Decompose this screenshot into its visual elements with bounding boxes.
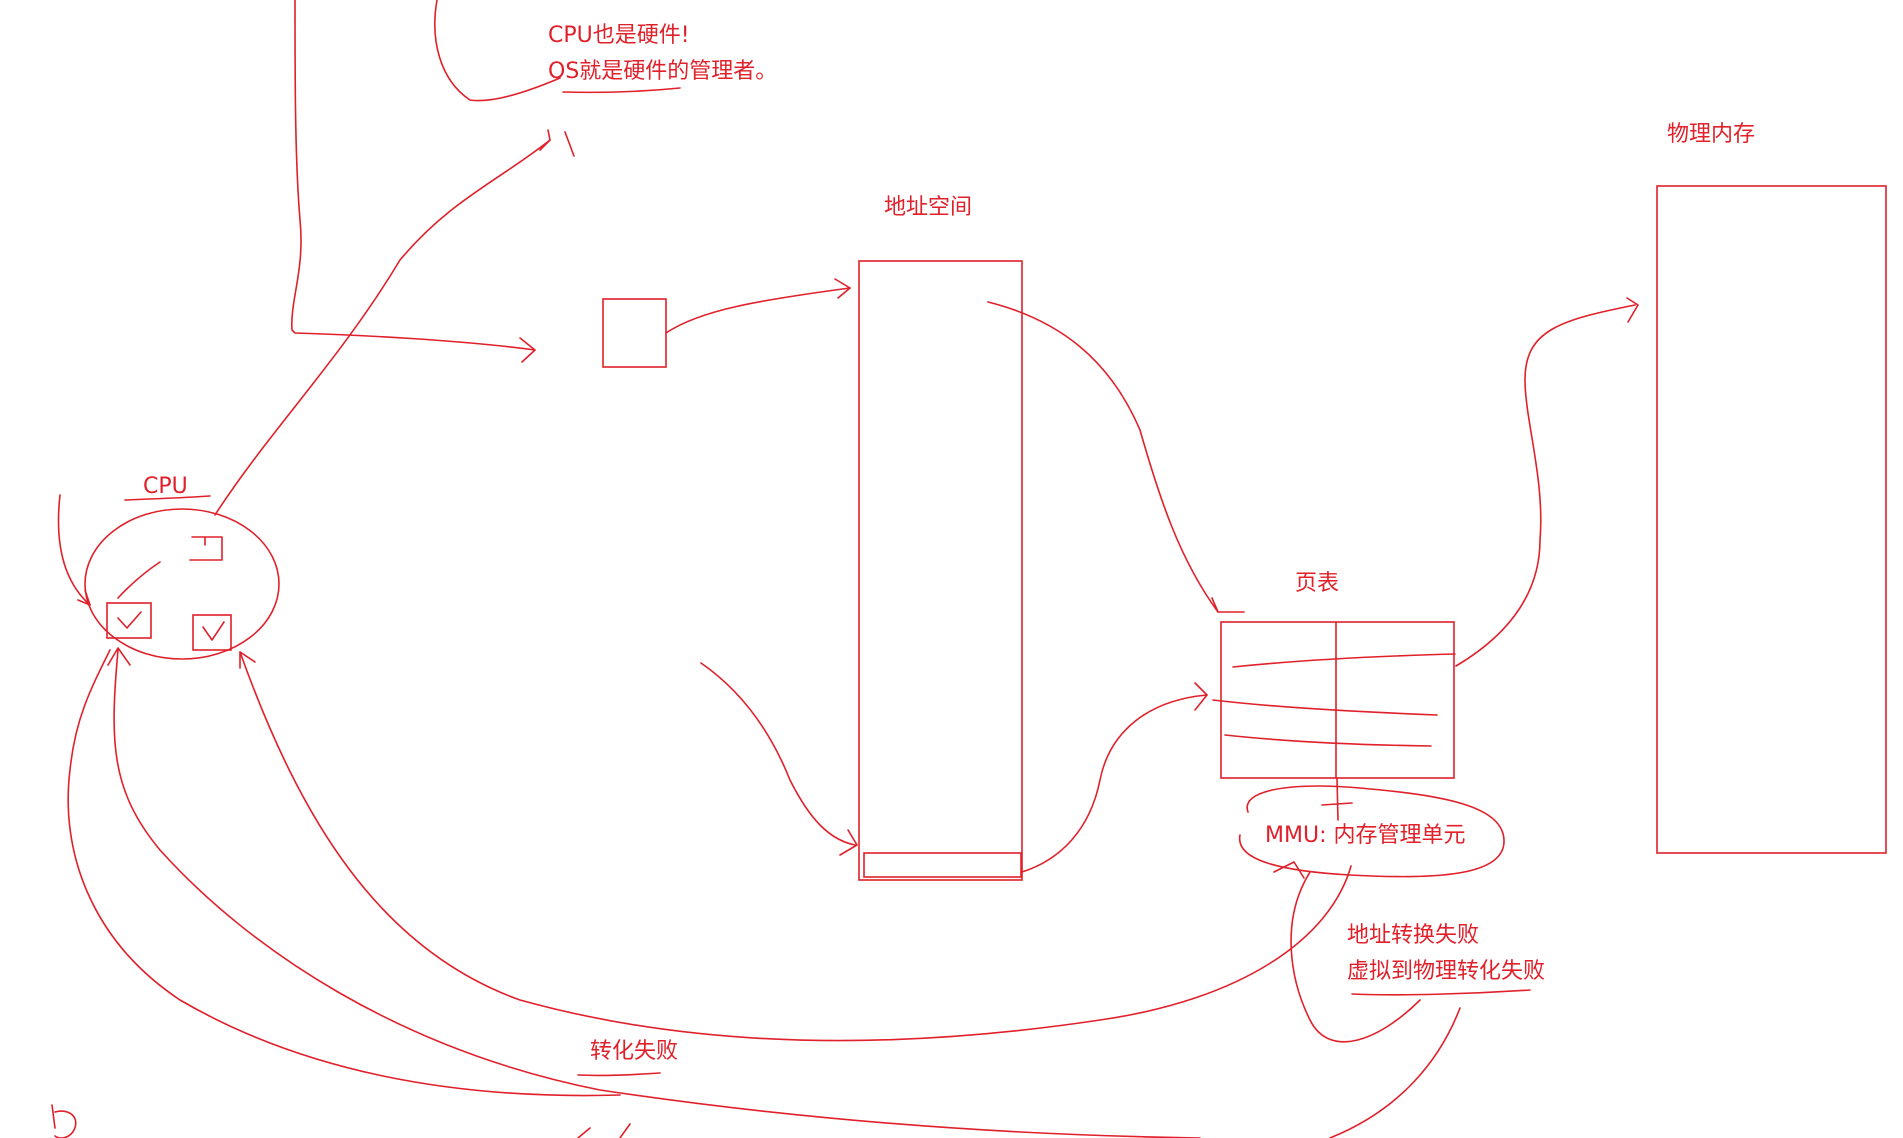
- underline-conversion-failed: [577, 1072, 661, 1077]
- entry-to-page-table: [1021, 694, 1208, 873]
- cpu-ellipse: [84, 508, 280, 660]
- left-top-route: [291, 0, 536, 351]
- label-cpu: CPU: [143, 474, 188, 499]
- arrow-to-physical: [1626, 297, 1639, 323]
- cpu-glyph: [189, 536, 223, 561]
- label-physical-memory: 物理内存: [1667, 122, 1755, 147]
- small-box-to-address: [665, 287, 851, 334]
- cpu-to-os-curve: [214, 139, 551, 516]
- label-conversion-failed: 转化失败: [590, 1039, 678, 1064]
- check-left: [117, 611, 142, 629]
- arrow-left-incoming: [77, 589, 91, 606]
- failure-down-right: [1329, 1007, 1461, 1138]
- arrow-entry-to-page-table: [1194, 682, 1208, 711]
- label-virtual-to-physical-failed: 虚拟到物理转化失败: [1347, 959, 1545, 984]
- underline-os: [562, 87, 681, 94]
- label-page-table: 页表: [1295, 571, 1339, 596]
- label-address-space: 地址空间: [884, 195, 972, 220]
- label-mmu: MMU: 内存管理单元: [1265, 823, 1465, 848]
- failure-return-middle: [113, 649, 1201, 1138]
- small-process-box: [602, 298, 667, 368]
- arrow-to-os: [539, 129, 575, 157]
- label-cpu-hardware: CPU也是硬件!: [548, 23, 690, 48]
- address-space-box: [858, 260, 1023, 881]
- cpu-register-right: [192, 614, 232, 651]
- cpu-tick-line: [117, 561, 161, 599]
- arrow-return-middle: [107, 647, 131, 666]
- arrow-to-small-box: [519, 337, 536, 363]
- underline-cpu: [124, 495, 211, 501]
- arrow-to-page-table: [1211, 597, 1245, 613]
- address-space-entry: [863, 852, 1022, 878]
- page-table-row-3: [1224, 734, 1432, 747]
- underline-translation-failed: [1351, 989, 1531, 996]
- top-loop-curve: [434, 0, 561, 102]
- label-address-translation-failed: 地址转换失败: [1347, 923, 1479, 948]
- mark-bottom-left: [51, 1104, 77, 1138]
- cpu-register-left: [106, 602, 152, 639]
- page-table-row-2: [1212, 699, 1438, 716]
- mmu-failure-return-outer: [239, 651, 1352, 1042]
- page-table-box: [1220, 621, 1455, 779]
- mmu-failure-loop: [1290, 871, 1421, 1043]
- label-os-manager: OS就是硬件的管理者。: [548, 59, 777, 84]
- arrow-to-address-space: [834, 278, 851, 299]
- page-table-to-physical: [1455, 304, 1636, 667]
- physical-memory-box: [1656, 185, 1887, 854]
- page-table-row-1: [1232, 653, 1456, 668]
- check-right: [202, 621, 225, 641]
- left-incoming-curve: [57, 494, 91, 606]
- mark-bottom-center: [577, 1123, 631, 1138]
- arrow-return-outer: [239, 651, 256, 669]
- curve-to-address-bottom: [700, 662, 856, 846]
- address-to-page-table: [987, 301, 1219, 613]
- conversion-failed-return: [67, 649, 621, 1097]
- arrow-to-mmu: [1273, 861, 1305, 879]
- arrow-to-address-bottom: [839, 829, 858, 856]
- mmu-ellipse: [1238, 785, 1505, 878]
- mmu-connector: [1321, 777, 1353, 821]
